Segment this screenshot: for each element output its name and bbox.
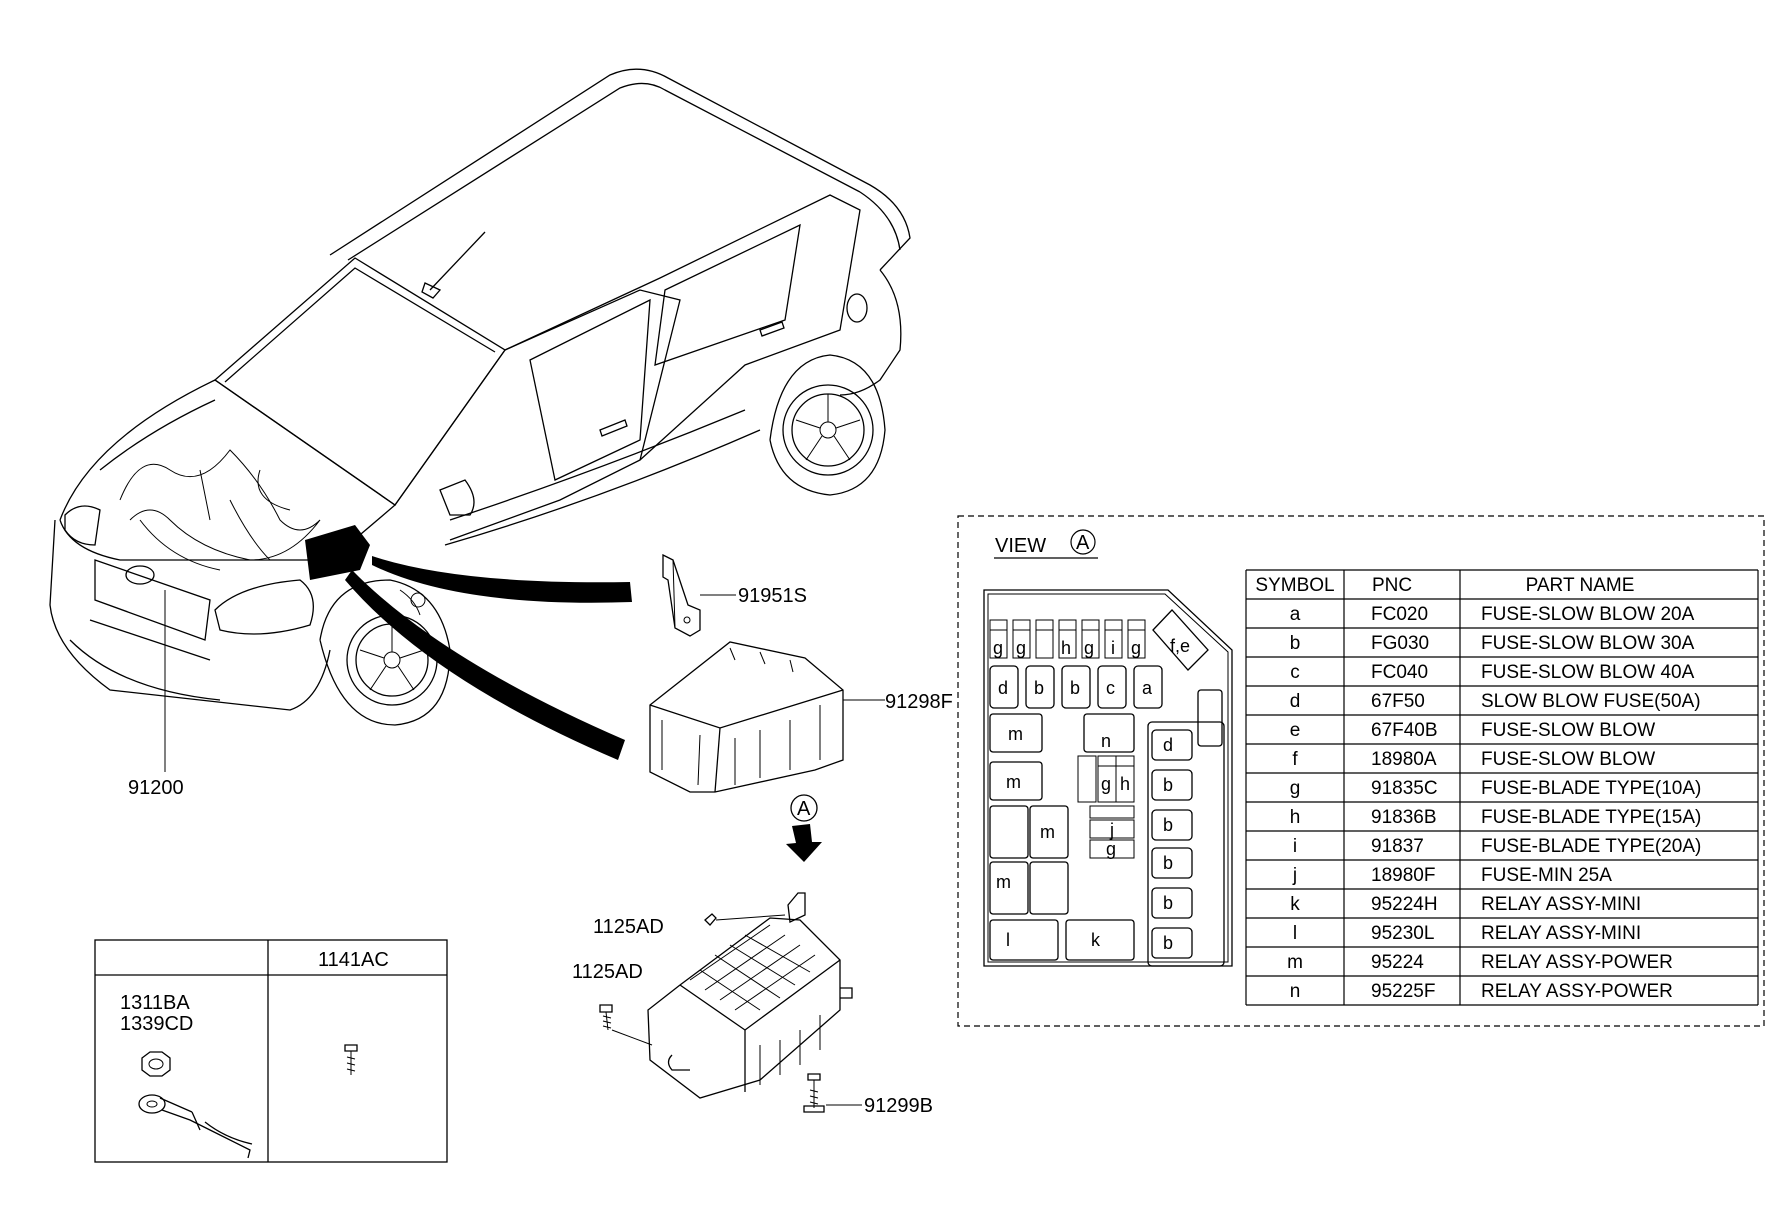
fuse-label-b4: b (1163, 815, 1173, 835)
table-cell-symbol: j (1292, 865, 1297, 886)
parts-table: SYMBOL PNC PART NAME a FC020 FUSE-SLOW BLOW 2… (1245, 569, 1759, 1006)
table-cell-symbol: k (1290, 894, 1300, 915)
table-cell-pnc: 95224 (1371, 952, 1424, 973)
callout-91951S: 91951S (738, 585, 807, 607)
fuse-label-g2: g (1016, 638, 1026, 658)
fastener-code-1311BA: 1311BA (120, 992, 190, 1014)
fuse-label-j: j (1109, 820, 1114, 840)
table-cell-symbol: c (1290, 662, 1300, 683)
table-header-part-name: PART NAME (1526, 575, 1635, 596)
fuse-box-layout (983, 589, 1233, 967)
table-cell-part-name: FUSE-SLOW BLOW (1481, 720, 1655, 741)
fuse-label-c: c (1106, 678, 1115, 698)
fuse-label-m1: m (1008, 724, 1023, 744)
table-cell-symbol: e (1290, 720, 1301, 741)
table-cell-pnc: FG030 (1371, 633, 1429, 654)
view-a-marker (786, 794, 822, 862)
table-cell-symbol: g (1290, 778, 1301, 799)
fuse-label-n: n (1101, 731, 1111, 751)
callout-91200: 91200 (128, 777, 184, 799)
table-cell-symbol: i (1293, 836, 1297, 857)
table-cell-part-name: FUSE-SLOW BLOW (1481, 749, 1655, 770)
table-cell-pnc: 67F40B (1371, 720, 1438, 741)
view-a-marker-letter: A (797, 798, 811, 820)
fuse-block-illustration (599, 892, 862, 1113)
fuse-label-m4: m (996, 872, 1011, 892)
view-title-marker: A (1076, 532, 1090, 554)
view-a-dashed-frame (957, 515, 1765, 1027)
fuse-label-g1: g (993, 638, 1003, 658)
view-title-marker-circle (1070, 529, 1096, 555)
fuse-label-b2: b (1070, 678, 1080, 698)
callout-91299B: 91299B (864, 1095, 933, 1117)
fuse-label-h1: h (1061, 638, 1071, 658)
fuse-label-g6: g (1106, 839, 1116, 859)
table-cell-symbol: h (1290, 807, 1301, 828)
table-cell-pnc: 67F50 (1371, 691, 1425, 712)
table-cell-symbol: f (1292, 749, 1298, 770)
table-cell-part-name: RELAY ASSY-POWER (1481, 981, 1673, 1002)
table-cell-part-name: SLOW BLOW FUSE(50A) (1481, 691, 1701, 712)
table-cell-pnc: 91836B (1371, 807, 1437, 828)
fuse-label-g5: g (1101, 774, 1111, 794)
callout-91298F: 91298F (885, 691, 953, 713)
table-cell-part-name: RELAY ASSY-POWER (1481, 952, 1673, 973)
callout-1125AD-upper: 1125AD (593, 916, 664, 938)
fuse-label-m3: m (1040, 822, 1055, 842)
table-cell-pnc: FC040 (1371, 662, 1428, 683)
table-cell-pnc: FC020 (1371, 604, 1428, 625)
fuse-label-b6: b (1163, 893, 1173, 913)
fuse-label-l: l (1006, 930, 1010, 950)
table-cell-part-name: RELAY ASSY-MINI (1481, 923, 1641, 944)
table-cell-pnc: 18980A (1371, 749, 1437, 770)
table-cell-part-name: FUSE-SLOW BLOW 40A (1481, 662, 1695, 683)
table-cell-pnc: 95224H (1371, 894, 1438, 915)
table-cell-symbol: n (1290, 981, 1301, 1002)
fuse-label-fe: f,e (1170, 636, 1190, 656)
fuse-label-a: a (1142, 678, 1153, 698)
fuse-label-i: i (1111, 638, 1115, 658)
bracket-illustration (662, 553, 736, 637)
fuse-label-m2: m (1006, 772, 1021, 792)
fuse-label-b5: b (1163, 853, 1173, 873)
table-cell-part-name: FUSE-BLADE TYPE(15A) (1481, 807, 1701, 828)
fuse-label-d1: d (998, 678, 1008, 698)
table-header-symbol: SYMBOL (1255, 575, 1334, 596)
fastener-code-1141AC: 1141AC (318, 949, 389, 971)
callout-1125AD-lower: 1125AD (572, 961, 643, 983)
table-cell-symbol: a (1290, 604, 1301, 625)
fastener-code-1339CD: 1339CD (120, 1013, 193, 1035)
table-cell-symbol: m (1287, 952, 1303, 973)
fuse-label-d2: d (1163, 735, 1173, 755)
fuse-labels: g g h g i g f,e d b b c a m n m g h m j … (993, 636, 1190, 953)
fuse-label-g4: g (1131, 638, 1141, 658)
table-cell-part-name: FUSE-BLADE TYPE(20A) (1481, 836, 1701, 857)
table-cell-pnc: 91835C (1371, 778, 1438, 799)
table-header-pnc: PNC (1372, 575, 1412, 596)
table-cell-part-name: FUSE-SLOW BLOW 30A (1481, 633, 1695, 654)
table-cell-part-name: FUSE-SLOW BLOW 20A (1481, 604, 1695, 625)
fuse-label-h2: h (1120, 774, 1130, 794)
table-cell-part-name: RELAY ASSY-MINI (1481, 894, 1641, 915)
table-cell-symbol: d (1290, 691, 1301, 712)
cover-illustration (649, 641, 885, 793)
table-cell-part-name: FUSE-BLADE TYPE(10A) (1481, 778, 1701, 799)
fastener-table (94, 939, 448, 1163)
table-cell-symbol: l (1293, 923, 1297, 944)
table-cell-pnc: 95225F (1371, 981, 1435, 1002)
fuse-label-g3: g (1084, 638, 1094, 658)
table-cell-pnc: 95230L (1371, 923, 1434, 944)
table-cell-pnc: 91837 (1371, 836, 1424, 857)
table-cell-part-name: FUSE-MIN 25A (1481, 865, 1612, 886)
fuse-label-k: k (1091, 930, 1101, 950)
table-cell-symbol: b (1290, 633, 1301, 654)
view-title: VIEW (995, 535, 1046, 557)
fuse-label-b7: b (1163, 933, 1173, 953)
fuse-label-b1: b (1034, 678, 1044, 698)
table-cell-pnc: 18980F (1371, 865, 1435, 886)
vehicle-illustration (49, 68, 911, 772)
fuse-label-b3: b (1163, 775, 1173, 795)
